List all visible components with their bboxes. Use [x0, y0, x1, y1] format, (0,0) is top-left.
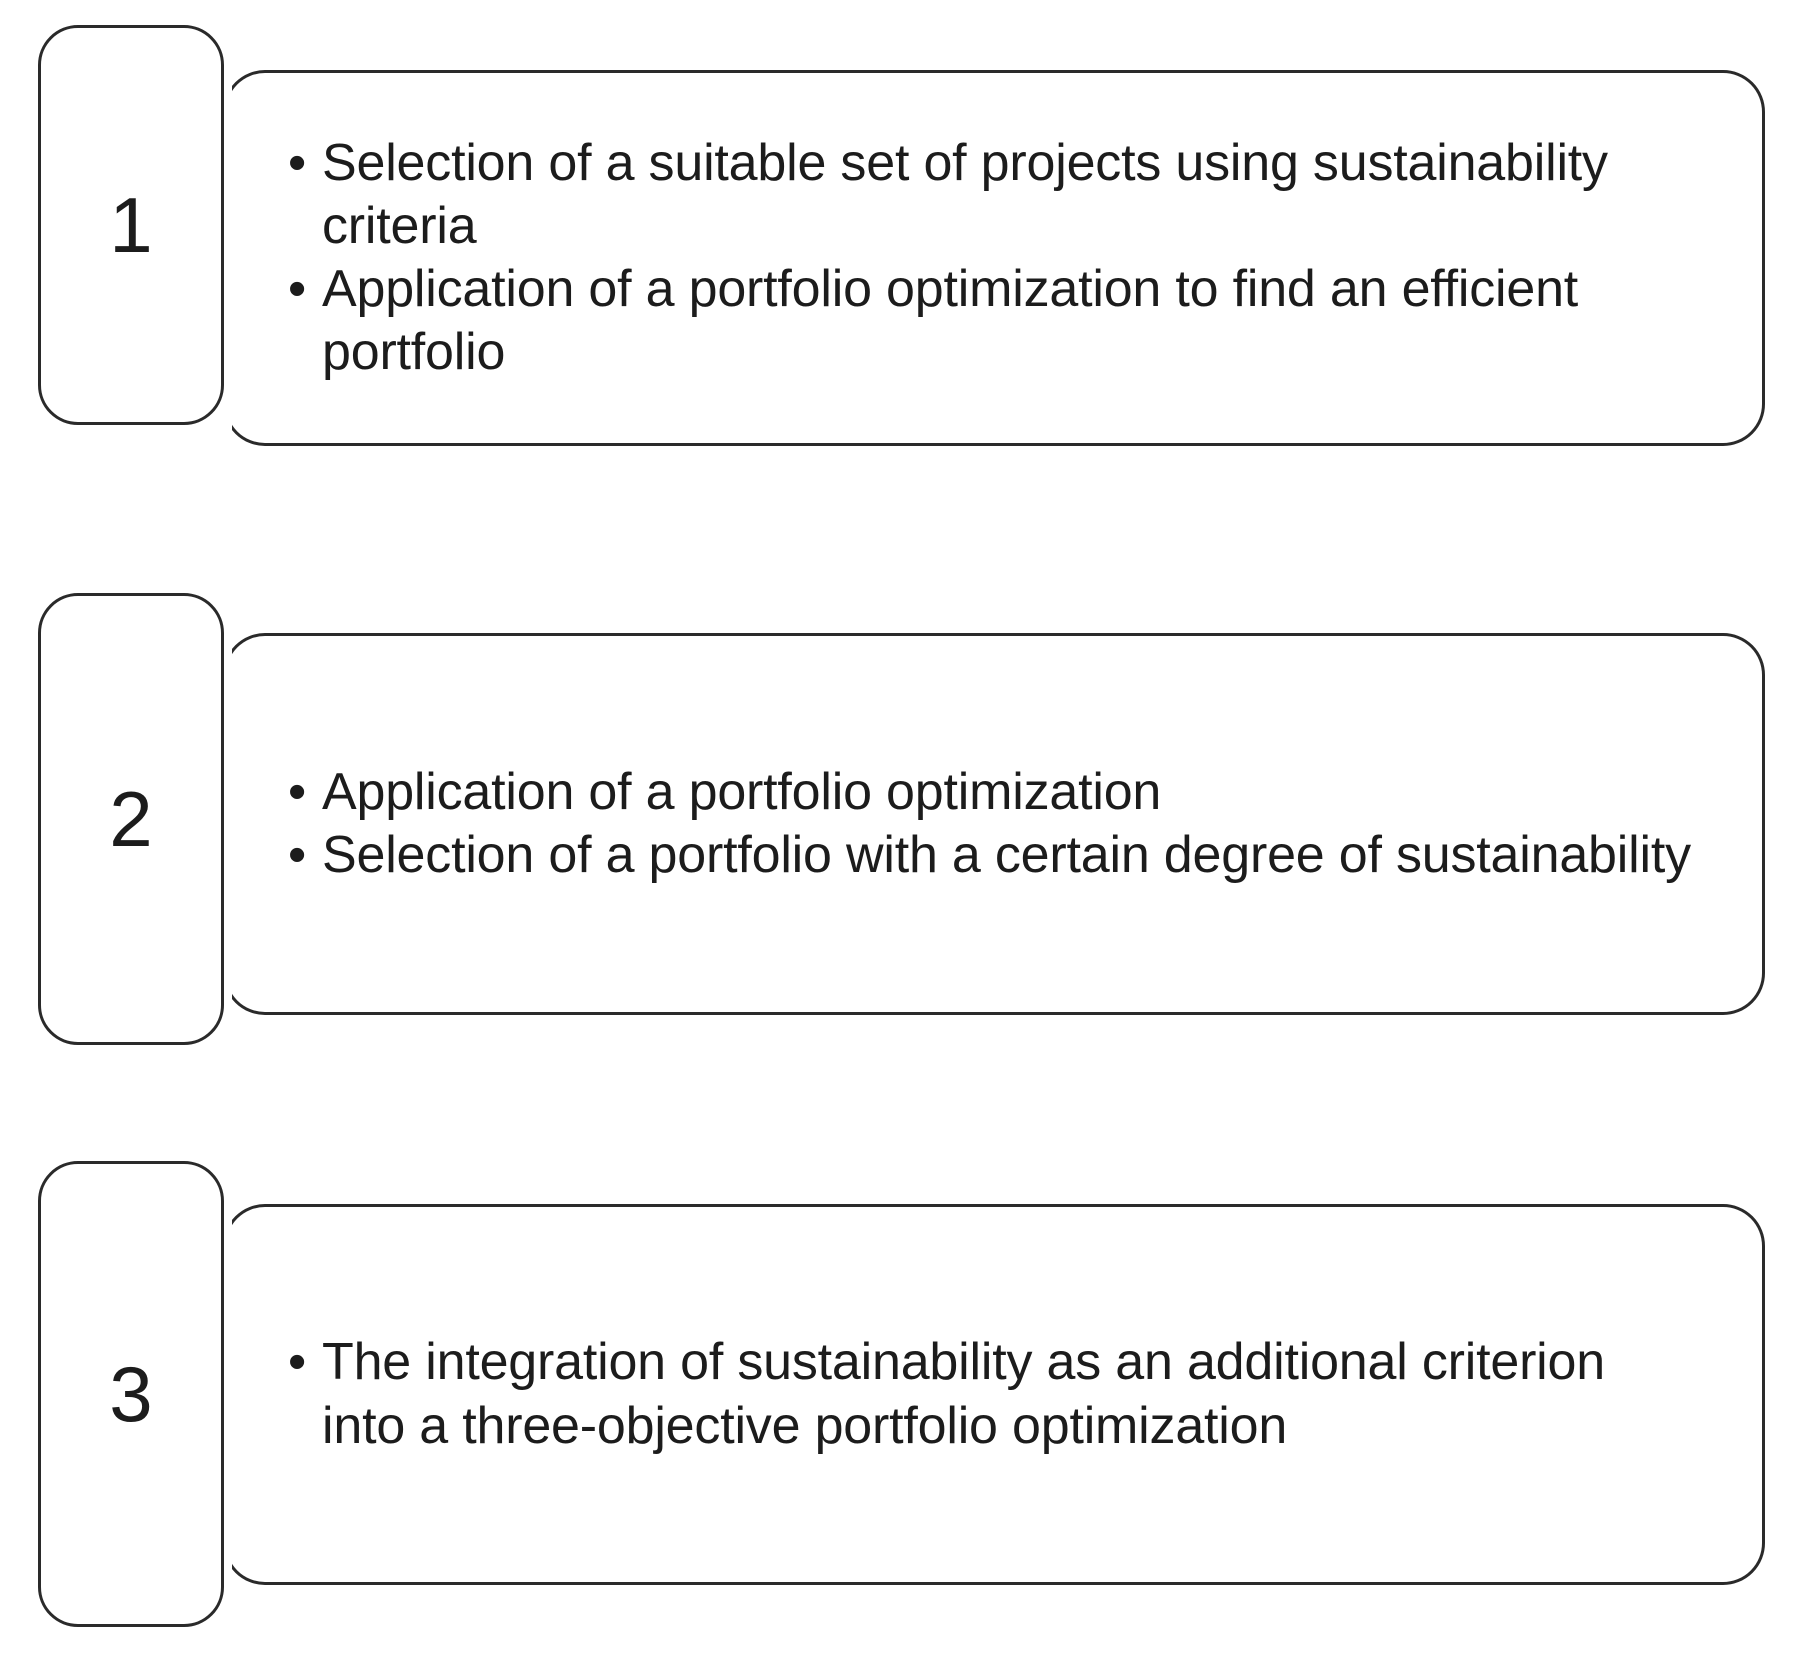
list-item: • Application of a portfolio optimizatio…	[288, 258, 1702, 384]
step-number-1: 1	[109, 181, 153, 269]
list-item-text: Application of a portfolio optimization …	[322, 260, 1579, 382]
panel-left-mask-3	[222, 1203, 232, 1586]
bullet-icon: •	[288, 133, 307, 192]
list-item-text: The integration of sustainability as an …	[322, 1333, 1605, 1455]
bullet-icon: •	[288, 762, 307, 821]
step-number-tab-3: 3	[38, 1161, 224, 1627]
step-bullet-list-1: • Selection of a suitable set of project…	[226, 132, 1762, 385]
step-number-tab-1: 1	[38, 25, 224, 425]
list-item-text: Selection of a suitable set of projects …	[322, 133, 1608, 255]
panel-left-mask-2	[222, 632, 232, 1016]
bullet-icon: •	[288, 1333, 307, 1392]
step-content-panel-2: • Application of a portfolio optimizatio…	[222, 632, 1765, 1016]
list-item-text: Application of a portfolio optimization	[322, 762, 1162, 821]
step-number-tab-2: 2	[38, 593, 224, 1045]
list-item: • Selection of a portfolio with a certai…	[288, 824, 1702, 887]
step-number-3: 3	[109, 1350, 153, 1438]
list-item: • The integration of sustainability as a…	[288, 1331, 1702, 1457]
step-bullet-list-3: • The integration of sustainability as a…	[226, 1331, 1762, 1457]
list-item: • Application of a portfolio optimizatio…	[288, 761, 1702, 824]
list-item: • Selection of a suitable set of project…	[288, 132, 1702, 258]
step-content-panel-1: • Selection of a suitable set of project…	[222, 69, 1765, 447]
step-number-2: 2	[109, 775, 153, 863]
bullet-icon: •	[288, 260, 307, 318]
panel-left-mask-1	[222, 69, 232, 447]
list-item-text: Selection of a portfolio with a certain …	[322, 826, 1691, 884]
bullet-icon: •	[288, 826, 307, 884]
step-content-panel-3: • The integration of sustainability as a…	[222, 1203, 1765, 1586]
step-bullet-list-2: • Application of a portfolio optimizatio…	[226, 761, 1762, 887]
